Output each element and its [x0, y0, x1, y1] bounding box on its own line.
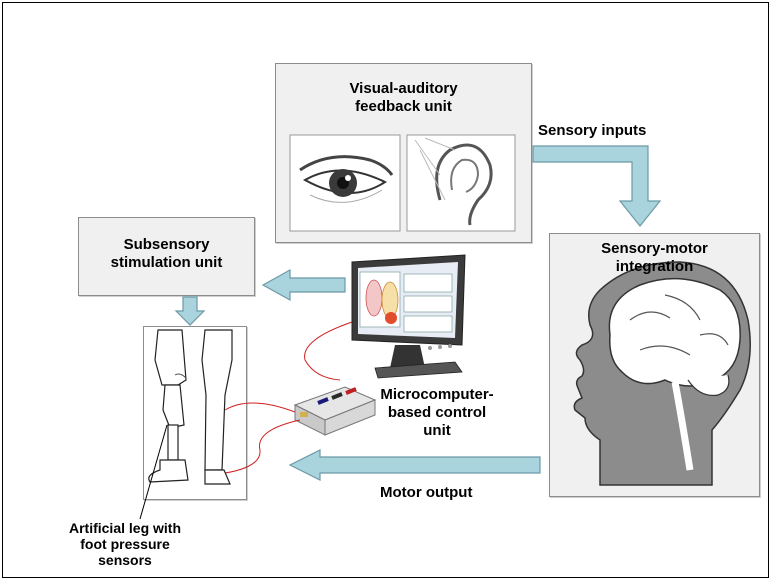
leg-label: Artificial leg with foot pressure sensor…	[30, 520, 220, 568]
integration-title-line2: integration	[615, 258, 694, 275]
artificial-leg-icon	[148, 329, 233, 485]
stimulation-unit-box	[78, 217, 255, 296]
leg-pointer-line	[139, 424, 168, 520]
sensory-inputs-arrow	[532, 145, 662, 227]
integration-title-line1: Sensory-motor	[601, 240, 708, 257]
control-unit-label: Microcomputer- based control unit	[362, 386, 512, 440]
motor-output-label: Motor output	[380, 484, 473, 501]
motor-output-arrow	[288, 449, 541, 481]
ear-icon	[406, 134, 516, 232]
control-unit-label-line3: unit	[423, 422, 451, 439]
integration-title: Sensory-motor integration	[549, 240, 760, 276]
eye-icon	[289, 134, 401, 232]
control-unit-label-line1: Microcomputer-	[380, 386, 494, 403]
control-to-stimulation-arrow	[261, 268, 346, 302]
wire-box-to-foot	[209, 419, 301, 476]
sensory-inputs-label: Sensory inputs	[538, 122, 647, 139]
stimulation-to-leg-arrow	[174, 296, 206, 326]
feedback-unit-title-line1: Visual-auditory	[349, 80, 458, 97]
feedback-unit-title-line2: feedback unit	[355, 98, 452, 115]
leg-label-line3: sensors	[98, 552, 152, 568]
wire-box-to-leg	[224, 402, 296, 413]
stimulation-unit-title-line2: stimulation unit	[110, 254, 223, 271]
leg-label-line1: Artificial leg with	[68, 520, 181, 536]
control-unit-label-line2: based control	[387, 404, 487, 421]
stimulation-unit-title: Subsensory stimulation unit	[78, 236, 255, 272]
wire-monitor-to-box	[304, 321, 353, 381]
stimulation-unit-title-line1: Subsensory	[123, 236, 210, 253]
control-box-icon	[293, 386, 377, 436]
feedback-unit-title: Visual-auditory feedback unit	[275, 80, 532, 116]
monitor-icon	[351, 254, 466, 379]
leg-label-line2: foot pressure	[80, 536, 170, 552]
head-brain-icon	[573, 261, 751, 486]
